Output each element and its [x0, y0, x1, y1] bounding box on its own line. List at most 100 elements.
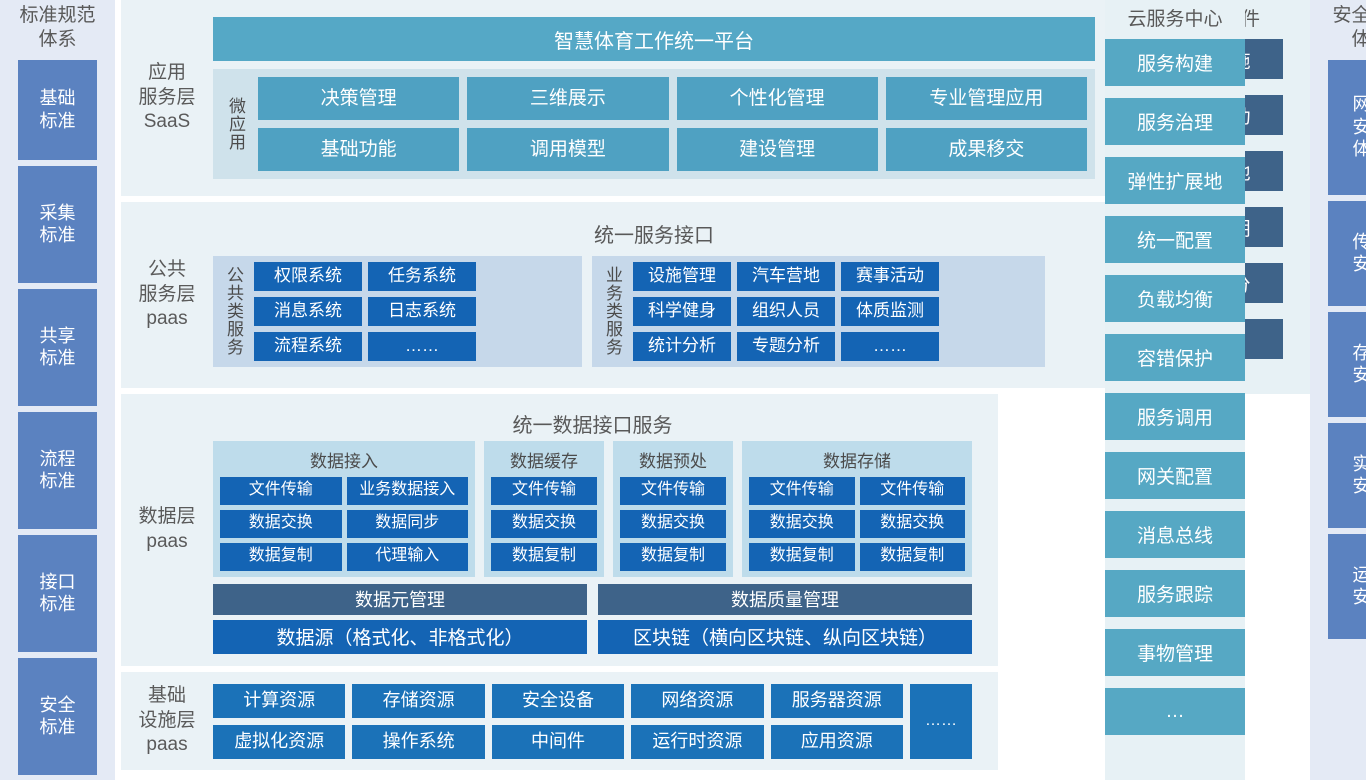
- cloud-service-center-column: 云服务中心 服务构建服务治理弹性扩展地统一配置负载均衡容错保护服务调用网关配置消…: [1105, 0, 1245, 780]
- app-tile-3[interactable]: 专业管理应用: [885, 77, 1087, 120]
- service-tile-1-7[interactable]: 专题分析: [737, 331, 835, 361]
- data-tile-0-1[interactable]: 业务数据接入: [346, 476, 468, 505]
- data-tile-3-2[interactable]: 数据交换: [749, 509, 855, 538]
- data-tile-0-5[interactable]: 代理输入: [346, 542, 468, 571]
- cloud-service-item-8[interactable]: 消息总线: [1105, 511, 1245, 558]
- infra-tile-8[interactable]: 运行时资源: [631, 724, 764, 759]
- standard-box-right-1[interactable]: 传输 安全: [1328, 200, 1366, 306]
- standard-box-right-0[interactable]: 网络 安全 体系: [1328, 59, 1366, 195]
- upper-region: 应用 服务层 SaaS 智慧体育工作统一平台 微应用 决策管理三维展示个性化管理…: [115, 0, 1310, 780]
- standard-box-right-3[interactable]: 实施 安全: [1328, 422, 1366, 528]
- infra-tile-7[interactable]: 中间件: [491, 724, 625, 759]
- infrastructure-tile-grid: 计算资源存储资源安全设备网络资源服务器资源虚拟化资源操作系统中间件运行时资源应用…: [213, 683, 903, 759]
- infra-tile-9[interactable]: 应用资源: [770, 724, 903, 759]
- data-layer: 数据层 paas 统一数据接口服务 数据接入文件传输业务数据接入数据交换数据同步…: [121, 394, 998, 666]
- data-layer-label: 数据层 paas: [138, 506, 196, 552]
- cloud-service-item-7[interactable]: 网关配置: [1105, 452, 1245, 499]
- data-tile-1-1[interactable]: 数据交换: [491, 509, 597, 538]
- standards-left-list: 基础 标准采集 标准共享 标准流程 标准接口 标准安全 标准: [18, 59, 97, 780]
- service-tile-1-0[interactable]: 设施管理: [633, 261, 731, 291]
- app-tile-2[interactable]: 个性化管理: [676, 77, 878, 120]
- infra-tile-6[interactable]: 操作系统: [352, 724, 485, 759]
- service-tile-0-4[interactable]: 流程系统: [254, 331, 362, 361]
- service-tile-1-2[interactable]: 赛事活动: [841, 261, 939, 291]
- service-tile-1-6[interactable]: 统计分析: [633, 331, 731, 361]
- data-tile-2-0[interactable]: 文件传输: [620, 476, 726, 505]
- infra-tile-1[interactable]: 存储资源: [352, 683, 485, 718]
- standard-box-right-4[interactable]: 运维 安全: [1328, 533, 1366, 639]
- service-tile-1-5[interactable]: 体质监测: [841, 296, 939, 326]
- data-tile-2-2[interactable]: 数据复制: [620, 542, 726, 571]
- cloud-service-item-2[interactable]: 弹性扩展地: [1105, 157, 1245, 204]
- infra-tile-4[interactable]: 服务器资源: [770, 683, 903, 718]
- data-tile-3-5[interactable]: 数据复制: [859, 542, 965, 571]
- service-tile-1-8[interactable]: ……: [841, 331, 939, 361]
- standard-box-left-5[interactable]: 安全 标准: [18, 657, 97, 775]
- data-tile-3-0[interactable]: 文件传输: [749, 476, 855, 505]
- service-tile-grid-0: 权限系统任务系统消息系统日志系统流程系统……: [254, 261, 476, 361]
- service-tile-0-5[interactable]: ……: [368, 331, 476, 361]
- data-tile-grid-2: 文件传输数据交换数据复制: [620, 476, 726, 571]
- application-tile-grid: 决策管理三维展示个性化管理专业管理应用基础功能调用模型建设管理成果移交: [258, 77, 1087, 171]
- service-tile-1-1[interactable]: 汽车营地: [737, 261, 835, 291]
- cloud-service-item-4[interactable]: 负载均衡: [1105, 275, 1245, 322]
- cloud-service-item-1[interactable]: 服务治理: [1105, 98, 1245, 145]
- service-tile-0-3[interactable]: 日志系统: [368, 296, 476, 326]
- data-tile-2-1[interactable]: 数据交换: [620, 509, 726, 538]
- app-tile-5[interactable]: 调用模型: [467, 128, 669, 171]
- app-tile-7[interactable]: 成果移交: [885, 128, 1087, 171]
- app-tile-1[interactable]: 三维展示: [467, 77, 669, 120]
- infra-tile-3[interactable]: 网络资源: [631, 683, 764, 718]
- app-tile-4[interactable]: 基础功能: [258, 128, 460, 171]
- cloud-service-item-10[interactable]: 事物管理: [1105, 629, 1245, 676]
- micro-application-group: 微应用 决策管理三维展示个性化管理专业管理应用基础功能调用模型建设管理成果移交: [213, 69, 1095, 179]
- data-bar-dark-0[interactable]: 数据元管理: [213, 583, 587, 615]
- standard-box-left-1[interactable]: 采集 标准: [18, 165, 97, 283]
- data-tile-0-0[interactable]: 文件传输: [220, 476, 342, 505]
- service-tile-1-3[interactable]: 科学健身: [633, 296, 731, 326]
- cloud-service-center-title: 云服务中心: [1127, 9, 1223, 30]
- app-tile-0[interactable]: 决策管理: [258, 77, 460, 120]
- data-tile-1-0[interactable]: 文件传输: [491, 476, 597, 505]
- cloud-service-item-9[interactable]: 服务跟踪: [1105, 570, 1245, 617]
- standard-box-left-4[interactable]: 接口 标准: [18, 534, 97, 652]
- data-tile-3-1[interactable]: 文件传输: [859, 476, 965, 505]
- service-tile-0-2[interactable]: 消息系统: [254, 296, 362, 326]
- data-tile-1-2[interactable]: 数据复制: [491, 542, 597, 571]
- data-bar-row: 数据元管理数据源（格式化、非格式化） 数据质量管理区块链（横向区块链、纵向区块链）: [213, 583, 972, 654]
- application-layer-label: 应用 服务层 SaaS: [138, 61, 196, 133]
- app-tile-6[interactable]: 建设管理: [676, 128, 878, 171]
- cloud-service-item-6[interactable]: 服务调用: [1105, 393, 1245, 440]
- infra-tile-5[interactable]: 虚拟化资源: [213, 724, 346, 759]
- standard-box-right-2[interactable]: 存储 安全: [1328, 311, 1366, 417]
- service-tile-1-4[interactable]: 组织人员: [737, 296, 835, 326]
- data-tile-0-2[interactable]: 数据交换: [220, 509, 342, 538]
- standard-box-left-3[interactable]: 流程 标准: [18, 411, 97, 529]
- data-bar-blue-1[interactable]: 区块链（横向区块链、纵向区块链）: [598, 619, 972, 654]
- standards-left-title: 标准规范 体系: [19, 5, 96, 50]
- cloud-service-item-3[interactable]: 统一配置: [1105, 216, 1245, 263]
- cloud-service-item-5[interactable]: 容错保护: [1105, 334, 1245, 381]
- standard-box-left-2[interactable]: 共享 标准: [18, 288, 97, 406]
- infra-tile-2[interactable]: 安全设备: [491, 683, 625, 718]
- data-group-2: 数据预处文件传输数据交换数据复制: [613, 440, 733, 577]
- data-bar-blue-0[interactable]: 数据源（格式化、非格式化）: [213, 619, 587, 654]
- data-tile-3-4[interactable]: 数据复制: [749, 542, 855, 571]
- infrastructure-layer: 基础 设施层 paas 计算资源存储资源安全设备网络资源服务器资源虚拟化资源操作…: [121, 672, 998, 770]
- data-group-title-3: 数据存储: [823, 451, 891, 471]
- service-group-1: 业务类服务设施管理汽车营地赛事活动科学健身组织人员体质监测统计分析专题分析……: [592, 255, 1045, 367]
- standard-box-left-0[interactable]: 基础 标准: [18, 59, 97, 160]
- unified-service-interface-banner: 统一服务接口: [213, 215, 1095, 252]
- data-tile-0-3[interactable]: 数据同步: [346, 509, 468, 538]
- infrastructure-more-tile: ……: [910, 683, 972, 759]
- service-tile-0-1[interactable]: 任务系统: [368, 261, 476, 291]
- cloud-service-item-11[interactable]: …: [1105, 688, 1245, 735]
- public-service-layer: 公共 服务层 paas 统一服务接口 公共类服务权限系统任务系统消息系统日志系统…: [121, 202, 1109, 388]
- service-tile-0-0[interactable]: 权限系统: [254, 261, 362, 291]
- data-tile-3-3[interactable]: 数据交换: [859, 509, 965, 538]
- data-tile-0-4[interactable]: 数据复制: [220, 542, 342, 571]
- data-tile-grid-3: 文件传输文件传输数据交换数据交换数据复制数据复制: [749, 476, 965, 571]
- data-bar-dark-1[interactable]: 数据质量管理: [598, 583, 972, 615]
- infra-tile-0[interactable]: 计算资源: [213, 683, 346, 718]
- cloud-service-item-0[interactable]: 服务构建: [1105, 39, 1245, 86]
